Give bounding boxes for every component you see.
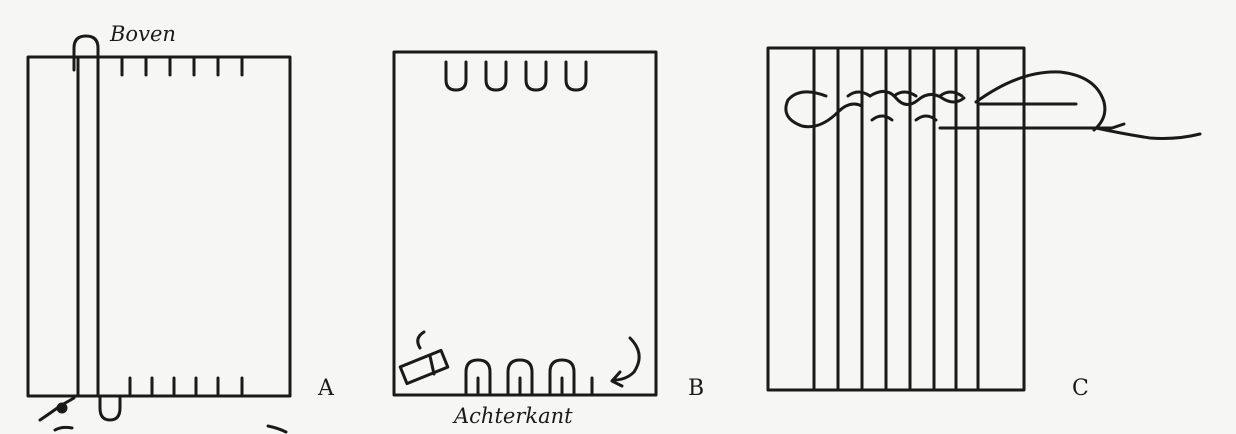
label-top: Boven — [110, 22, 176, 46]
panel-b-top-loops — [446, 62, 586, 90]
label-panel-a: A — [318, 376, 334, 401]
label-panel-c: C — [1072, 376, 1089, 401]
panel-b-tag-string — [418, 332, 424, 348]
panel-c-drawing — [768, 48, 1200, 390]
panel-b-tag — [400, 350, 448, 383]
panel-a-arrow-left — [55, 427, 72, 430]
panel-b-frame — [394, 52, 656, 395]
panel-b-drawing — [394, 52, 656, 395]
panel-a-bottom-notches — [130, 378, 242, 396]
panel-c-thread-loop — [976, 72, 1105, 130]
panel-a-top-notches — [122, 57, 242, 75]
label-bottom: Achterkant — [454, 404, 573, 428]
panel-b-bottom-loops — [466, 360, 592, 395]
panel-a-drawing — [28, 36, 290, 432]
panel-c-weft-arcs — [848, 92, 962, 120]
panel-a-frame — [28, 57, 290, 396]
panel-a-arrow-right — [268, 426, 286, 432]
panel-c-thread-tail — [1096, 128, 1200, 139]
panel-a-bottom-loop — [100, 396, 120, 420]
panel-a-knot — [58, 404, 66, 412]
label-panel-b: B — [688, 376, 704, 401]
